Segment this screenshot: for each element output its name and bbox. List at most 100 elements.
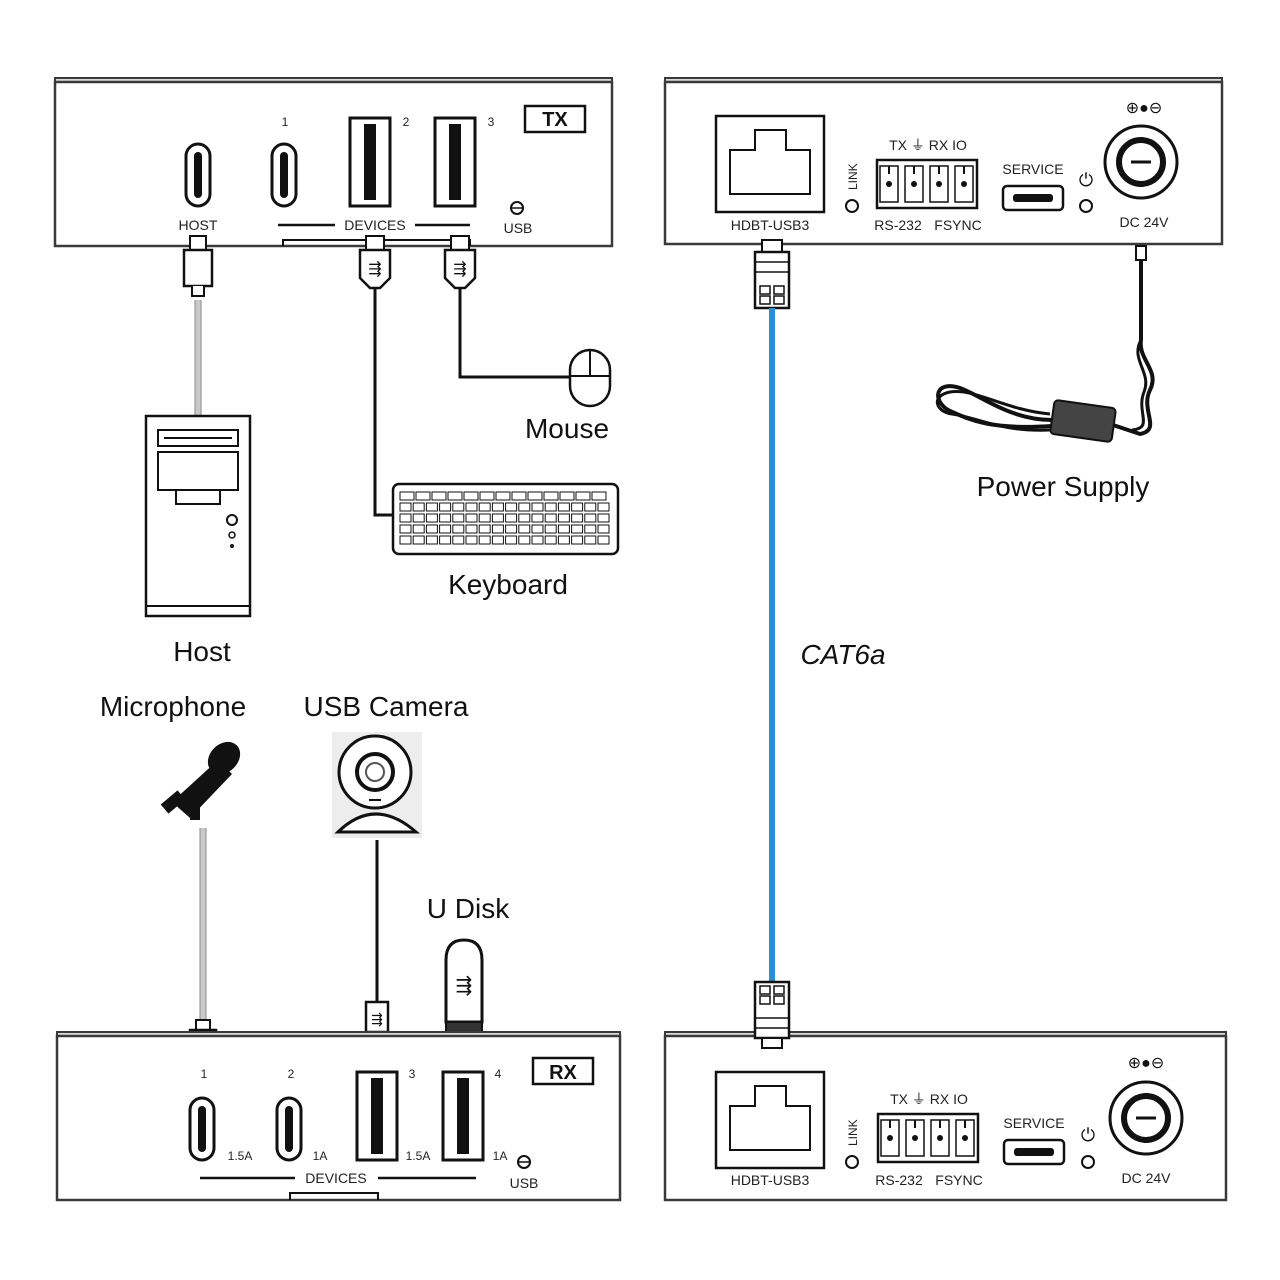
keyboard-key [575,491,591,501]
tx-port-number-1: 1 [282,115,289,129]
terminal-screw [887,1135,893,1141]
extender-bottom-service-label: SERVICE [1003,1115,1064,1131]
keyboard-key [463,491,479,501]
rx-port-current-1: 1.5A [228,1149,253,1163]
cat6a-label: CAT6a [800,639,885,670]
keyboard-key [465,535,478,545]
usb-camera-label: USB Camera [304,691,469,722]
keyboard-key [495,491,511,501]
keyboard-key [597,513,610,523]
power-supply-device [936,245,1155,443]
rx-port-number-3: 3 [409,1067,416,1081]
keyboard-key [452,535,465,545]
rx-port-current-2: 1A [313,1149,328,1163]
extender-top-hdbt-port[interactable] [714,114,826,214]
extender-top-power-led [1079,199,1093,213]
keyboard-key [412,513,425,523]
tx-device-port-2[interactable] [348,116,392,208]
extender-top-fsync-label: FSYNC [934,217,981,233]
extender-top-dc-jack[interactable] [1103,124,1179,200]
tx-device-port-1[interactable] [270,142,298,208]
keyboard-key [597,535,610,545]
keyboard-key [399,502,412,512]
keyboard-key [518,535,531,545]
keyboard-key [412,535,425,545]
extender-top-dc-label: DC 24V [1119,214,1169,230]
mouse-cable: ⇶ [443,235,575,379]
terminal-screw [937,1135,943,1141]
extender-bottom-hdbt-port[interactable] [714,1070,826,1170]
keyboard-key [544,535,557,545]
usb-icon: ⇶ [368,260,381,278]
host-computer [144,414,252,618]
keyboard-key [412,524,425,534]
keyboard-cable: ⇶ [358,235,395,517]
keyboard-label: Keyboard [448,569,568,600]
keyboard-key [584,524,597,534]
rx-device-port-4[interactable] [441,1070,485,1162]
keyboard-key [399,524,412,534]
rx-device-port-1[interactable] [188,1096,216,1162]
tx-device-port-3[interactable] [433,116,477,208]
rx-device-port-3[interactable] [355,1070,399,1162]
tx-port-number-3: 3 [488,115,495,129]
rx-usb-label: USB [510,1175,539,1191]
usb-camera-cable: ⇶ [364,840,390,1049]
keyboard-key [415,491,431,501]
extender-bottom-terminal-label: TX ⏚ RX IO [890,1091,968,1107]
keyboard-key [425,535,438,545]
rx-devices-label: DEVICES [305,1170,366,1186]
keyboard-key [597,524,610,534]
keyboard-key [557,513,570,523]
keyboard-key [571,502,584,512]
tx-host-port[interactable] [184,142,212,208]
keyboard-key [465,502,478,512]
keyboard-key [425,502,438,512]
extender-bottom-service-port[interactable] [1002,1138,1066,1166]
keyboard-key [439,513,452,523]
keyboard-key [447,491,463,501]
extender-top-service-port[interactable] [1001,184,1065,212]
terminal-screw [911,181,917,187]
keyboard-key [518,524,531,534]
power-icon: ⏻ [1081,1125,1095,1145]
tx-unit: TX HOST 1 2 3 DEVICES USB [53,77,614,248]
keyboard-key [557,535,570,545]
extender-bottom-power-led [1081,1155,1095,1169]
keyboard-key [465,513,478,523]
keyboard-key [591,491,607,501]
terminal-screw [961,181,967,187]
terminal-screw [962,1135,968,1141]
keyboard-key [452,524,465,534]
keyboard-key [571,535,584,545]
keyboard-key [505,513,518,523]
tx-usb-label: USB [504,220,533,236]
rx-port-current-3: 1.5A [406,1149,431,1163]
extender-top-hdbt-label: HDBT-USB3 [731,217,810,233]
keyboard-key [452,502,465,512]
extender-bottom-link-label: LINK [846,1119,860,1146]
extender-bottom: HDBT-USB3 LINK TX ⏚ RX IO RS-232 FSYNC S… [663,1031,1228,1202]
keyboard-key [479,491,495,501]
extender-top-terminal-block[interactable] [875,158,979,210]
extender-bottom-fsync-label: FSYNC [935,1172,982,1188]
keyboard-key [412,502,425,512]
keyboard-key [518,513,531,523]
tx-host-label: HOST [179,217,218,233]
tx-devices-label: DEVICES [344,217,405,233]
extender-bottom-dc-jack[interactable] [1108,1080,1184,1156]
keyboard-key [584,502,597,512]
rx-device-port-2[interactable] [275,1096,303,1162]
keyboard-key [518,502,531,512]
extender-bottom-rs232-label: RS-232 [875,1172,923,1188]
rx-port-number-2: 2 [288,1067,295,1081]
extender-bottom-link-led [845,1155,859,1169]
mouse-device [568,348,612,408]
extender-top-link-led [845,199,859,213]
extender-top-link-label: LINK [846,163,860,190]
keyboard-key [531,535,544,545]
keyboard-key [527,491,543,501]
extender-bottom-terminal-block[interactable] [876,1112,980,1164]
usb-camera-device [332,732,422,838]
keyboard-key [543,491,559,501]
